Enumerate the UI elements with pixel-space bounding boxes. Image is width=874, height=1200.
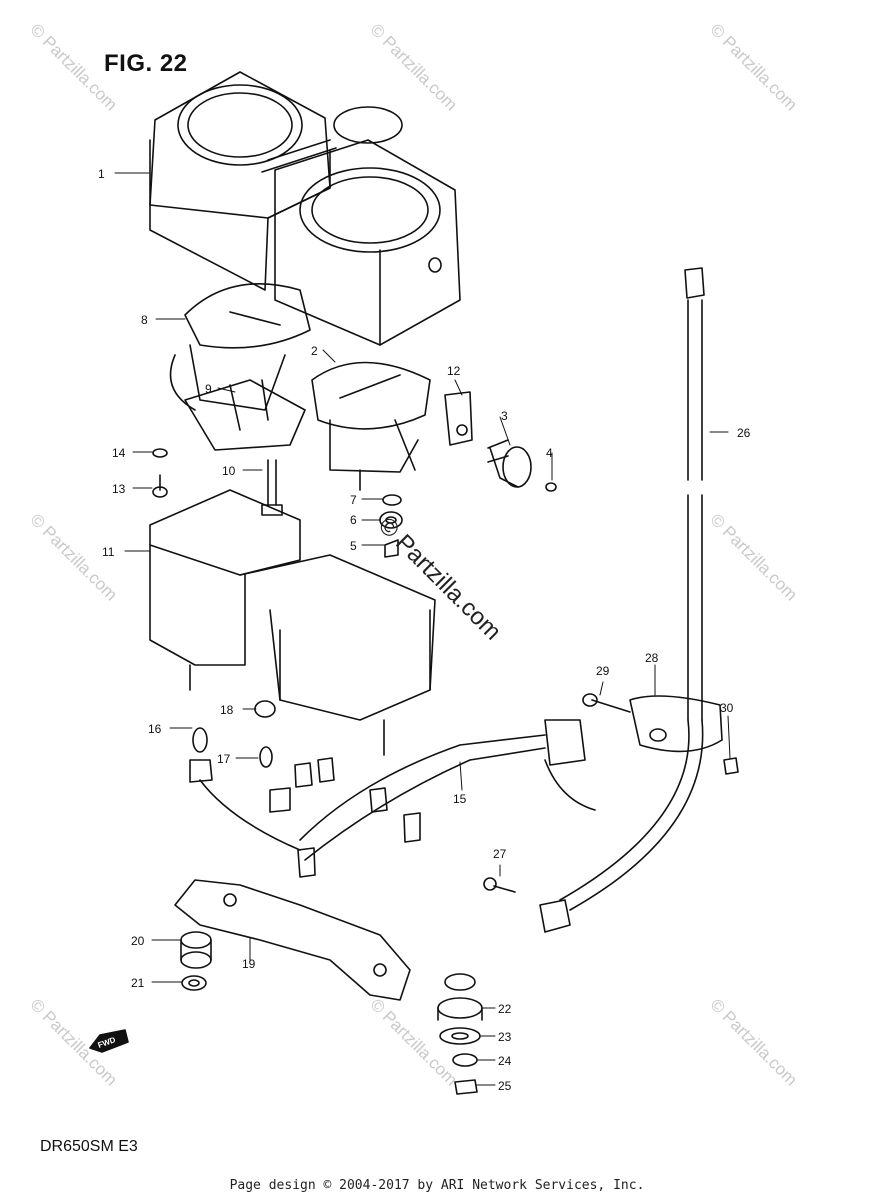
callout-12: 12 — [447, 364, 461, 378]
figure-title: FIG. 22 — [104, 50, 188, 77]
callout-11: 11 — [102, 545, 115, 559]
callout-25: 25 — [498, 1079, 512, 1093]
callout-30: 30 — [720, 701, 734, 715]
speedometer-cable — [539, 267, 705, 933]
nut-21 — [181, 975, 207, 991]
callout-21: 21 — [131, 976, 145, 990]
callout-2: 2 — [311, 344, 318, 358]
meter-case — [149, 71, 461, 346]
callout-22: 22 — [498, 1002, 512, 1016]
callout-24: 24 — [498, 1054, 512, 1068]
grommet-18 — [254, 700, 276, 718]
callout-19: 19 — [242, 957, 256, 971]
bolt-27 — [483, 877, 516, 893]
callout-29: 29 — [596, 664, 610, 678]
callout-7: 7 — [350, 493, 357, 507]
screw-13 — [152, 474, 168, 498]
lower-case — [149, 489, 436, 756]
callout-17: 17 — [217, 752, 231, 766]
stud-bolt-10 — [261, 459, 283, 516]
callout-14: 14 — [112, 446, 126, 460]
bulb-sockets — [189, 727, 421, 878]
leader-lines — [114, 172, 731, 1086]
mount-stack-22-25 — [437, 973, 483, 1095]
wire-harness — [299, 719, 596, 861]
cable-clamp — [582, 693, 739, 775]
callout-4: 4 — [546, 446, 553, 460]
screw-4 — [545, 482, 557, 492]
callout-20: 20 — [131, 934, 145, 948]
callout-10: 10 — [222, 464, 236, 478]
callout-1: 1 — [98, 167, 105, 181]
callout-27: 27 — [493, 847, 507, 861]
callout-23: 23 — [498, 1030, 512, 1044]
callout-15: 15 — [453, 792, 467, 806]
callout-9: 9 — [205, 382, 212, 396]
callout-3: 3 — [501, 409, 508, 423]
model-code: DR650SM E3 — [40, 1138, 138, 1155]
trip-knob — [487, 439, 532, 488]
callout-8: 8 — [141, 313, 148, 327]
bracket-12 — [444, 391, 473, 446]
washer-14 — [152, 448, 168, 458]
callout-13: 13 — [112, 482, 126, 496]
callout-18: 18 — [220, 703, 234, 717]
tachometer-assembly — [184, 379, 306, 451]
speedometer-assembly — [311, 361, 431, 491]
callout-5: 5 — [350, 539, 357, 553]
tachometer-dial — [169, 283, 311, 411]
callout-28: 28 — [645, 651, 659, 665]
callout-6: 6 — [350, 513, 357, 527]
fwd-arrow — [89, 1029, 129, 1053]
callout-16: 16 — [148, 722, 162, 736]
callout-26: 26 — [737, 426, 751, 440]
page-footer: Page design © 2004-2017 by ARI Network S… — [229, 1178, 645, 1193]
cushion-20 — [180, 931, 212, 969]
